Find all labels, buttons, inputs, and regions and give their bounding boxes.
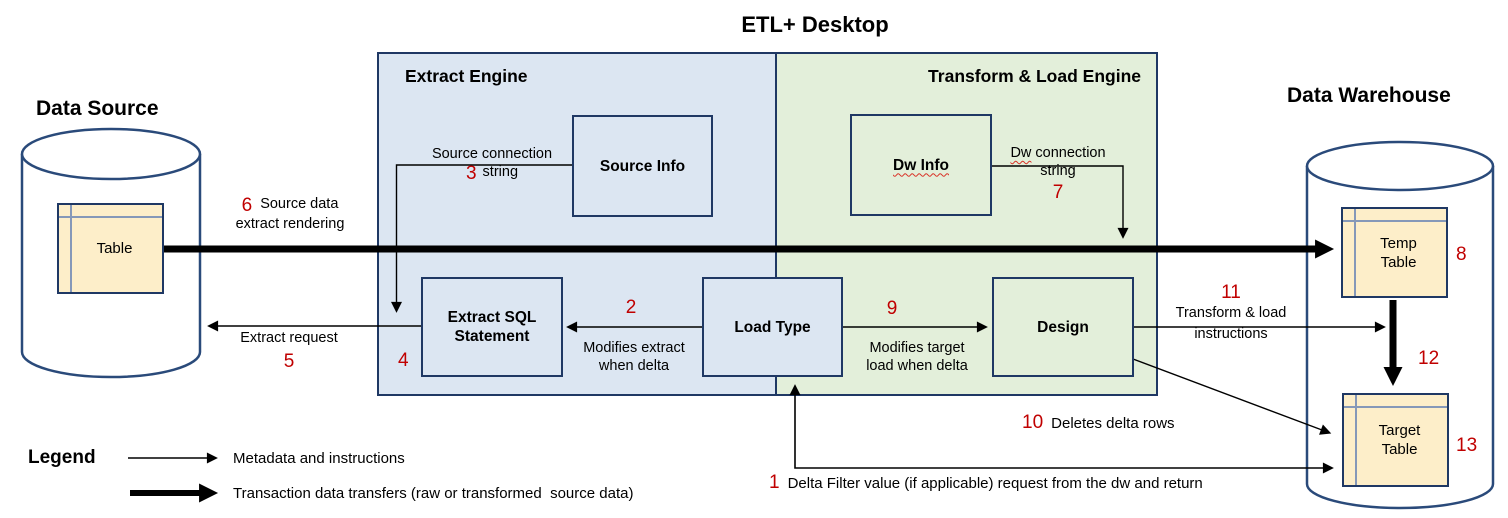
temp-table-label: Temp Table — [1380, 234, 1417, 271]
flow-label-3: Source connection 3 string — [431, 146, 553, 184]
source-info-box: Source Info — [572, 115, 713, 217]
flow-number-8: 8 — [1456, 244, 1467, 265]
flow-number-9: 9 — [886, 298, 898, 319]
flow-number-10: 10 — [1022, 412, 1044, 433]
dw-info-box: Dw Info — [850, 114, 992, 216]
flow-label-1: 1 Delta Filter value (if applicable) req… — [769, 472, 1203, 493]
table-grid-line — [1344, 406, 1447, 408]
temp-table-box: Temp Table — [1341, 207, 1448, 298]
source-table-label: Table — [96, 240, 133, 257]
source-table-box: Table — [57, 203, 164, 294]
table-grid-line — [59, 216, 162, 218]
data-warehouse-title: Data Warehouse — [1287, 84, 1451, 107]
legend-thick-arrow-label: Transaction data transfers (raw or trans… — [233, 485, 634, 502]
flow-number-3: 3 — [465, 162, 477, 184]
flow-number-2: 2 — [625, 297, 637, 318]
flow-number-13: 13 — [1456, 435, 1478, 456]
design-box: Design — [992, 277, 1134, 377]
table-grid-line — [1354, 209, 1356, 296]
extract-engine-title: Extract Engine — [405, 66, 528, 86]
design-label: Design — [1037, 318, 1089, 336]
dw-info-label: Dw Info — [893, 156, 949, 174]
flow-number-5: 5 — [283, 350, 295, 372]
flow-number-1: 1 — [769, 472, 780, 493]
extract-sql-statement-label: Extract SQL Statement — [447, 309, 537, 345]
flow-number-11: 11 — [1221, 282, 1241, 303]
flow-number-12: 12 — [1418, 348, 1440, 369]
target-table-box: Target Table — [1342, 393, 1449, 487]
flow-label-10: 10 Deletes delta rows — [1022, 412, 1175, 433]
extract-sql-statement-box: Extract SQL Statement — [421, 277, 563, 377]
flow-number-7: 7 — [1052, 182, 1064, 203]
transform-load-engine-title: Transform & Load Engine — [928, 66, 1141, 86]
table-grid-line — [1343, 220, 1446, 222]
legend-title: Legend — [28, 447, 96, 468]
table-grid-line — [1355, 395, 1357, 485]
data-source-title: Data Source — [36, 97, 159, 120]
table-grid-line — [70, 205, 72, 292]
legend-thin-arrow-label: Metadata and instructions — [233, 450, 405, 467]
flow-label-2: Modifies extract when delta — [583, 340, 685, 374]
source-info-label: Source Info — [599, 157, 686, 175]
flow-label-6: 6 Source data extract rendering — [235, 195, 345, 233]
flow-label-11: 11 Transform & load instructions — [1175, 282, 1287, 343]
flow-number-4: 4 — [398, 350, 409, 371]
load-type-label: Load Type — [734, 318, 811, 336]
diagram-title: ETL+ Desktop — [741, 12, 889, 37]
target-table-label: Target Table — [1378, 422, 1421, 458]
flow-label-7: Dw connection string 7 — [1010, 145, 1106, 203]
flow-label-9: Modifies target load when delta — [866, 340, 968, 374]
flow-label-5: Extract request 5 — [240, 330, 338, 372]
flow-number-6: 6 — [241, 195, 253, 216]
load-type-box: Load Type — [702, 277, 843, 377]
